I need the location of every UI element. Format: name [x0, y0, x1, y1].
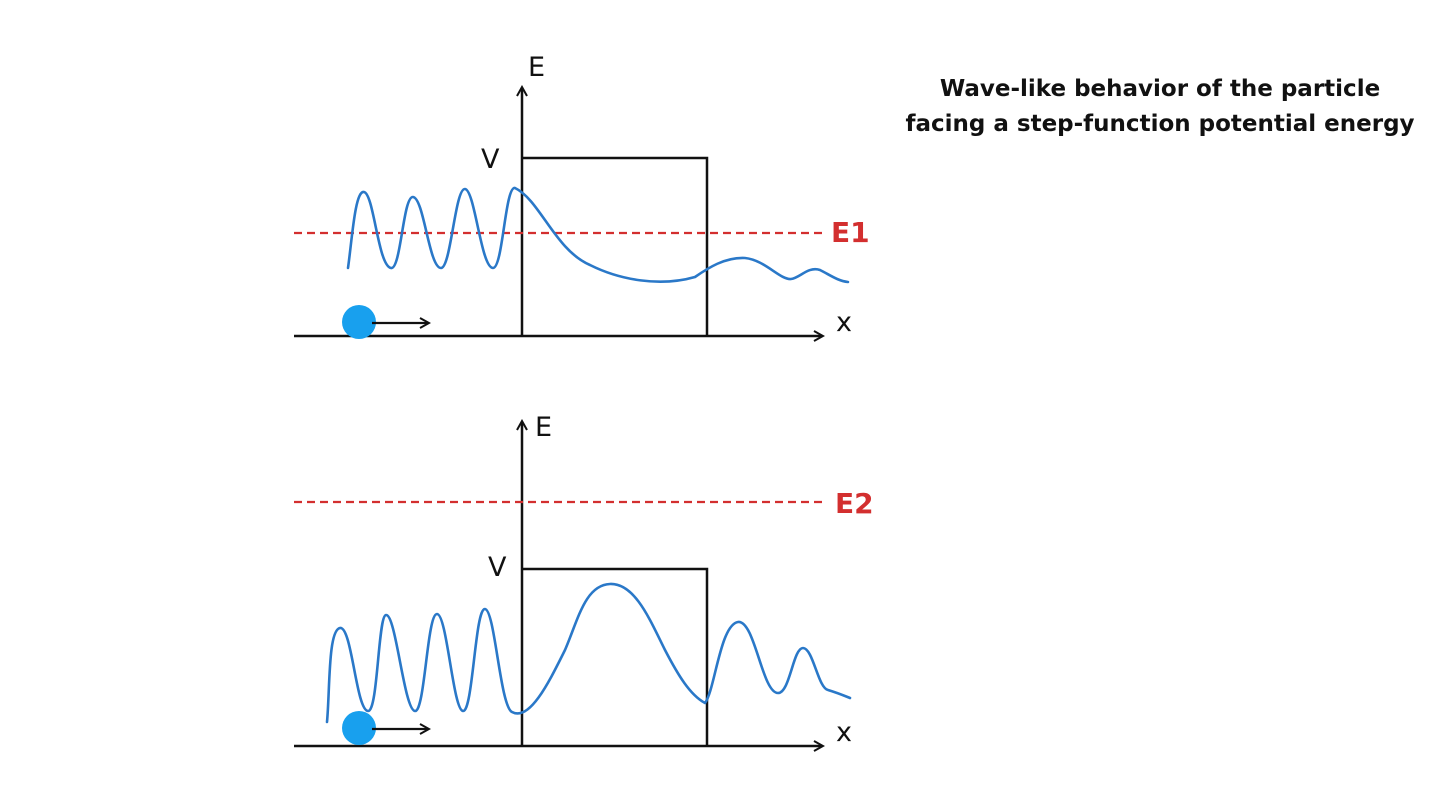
panel-e2: E x V E2: [294, 412, 874, 748]
potential-barrier: [522, 156, 709, 336]
barrier-height-label: V: [481, 144, 500, 175]
x-axis-label: x: [836, 717, 852, 748]
particle-dot-with-arrow-icon: [342, 711, 428, 745]
particle-dot: [342, 711, 376, 745]
energy-level-label: E1: [831, 216, 870, 249]
potential-barrier: [522, 567, 709, 746]
diagram-title-line-2: facing a step-function potential energy: [905, 111, 1415, 137]
diagram-title-line-1: Wave-like behavior of the particle: [939, 76, 1381, 102]
wave-function-curve: [325, 582, 852, 724]
particle-dot: [342, 305, 376, 339]
y-axis-label: E: [528, 52, 545, 83]
y-axis-label: E: [535, 412, 552, 443]
panel-e1: E x V E1: [294, 52, 870, 339]
diagram-title: Wave-like behavior of the particle facin…: [860, 72, 1440, 142]
x-axis-label: x: [836, 307, 852, 338]
barrier-height-label: V: [488, 552, 507, 583]
wave-function-curve: [346, 186, 850, 284]
particle-dot-with-arrow-icon: [342, 305, 428, 339]
energy-level-label: E2: [835, 487, 874, 520]
